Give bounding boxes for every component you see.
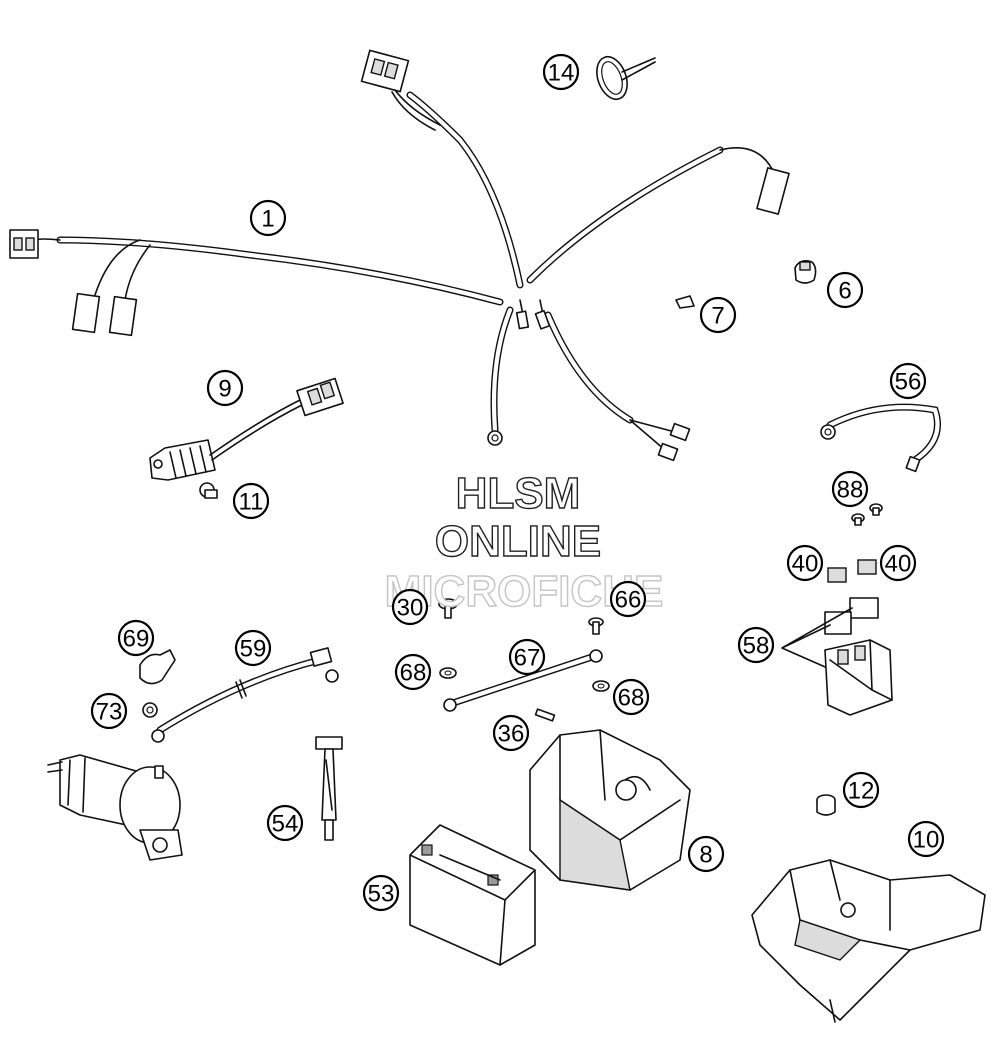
callout-12: 12 [842,771,880,809]
callout-66: 66 [609,580,647,618]
svg-text:73: 73 [96,699,123,726]
ground-cable [820,403,941,473]
svg-text:11: 11 [239,489,264,516]
callout-1: 1 [249,199,287,237]
callout-53: 53 [362,874,400,912]
screw-66 [588,617,604,635]
svg-text:54: 54 [272,811,299,838]
callout-68a: 68 [394,653,432,691]
callout-54: 54 [266,804,304,842]
fuses-40 [827,559,877,583]
svg-text:66: 66 [615,587,642,614]
callout-6: 6 [826,271,864,309]
svg-text:40: 40 [885,551,912,578]
harness-connectors [9,49,790,462]
svg-text:9: 9 [218,376,231,403]
nuts-68 [439,667,610,692]
watermark-line2: ONLINE [435,517,601,566]
screw-36 [534,708,556,722]
starter-cable [151,647,339,743]
positive-cable [443,649,603,712]
callout-8: 8 [687,835,725,873]
callout-10: 10 [907,820,945,858]
svg-text:88: 88 [837,477,864,504]
svg-text:67: 67 [514,645,541,672]
callout-9: 9 [206,369,244,407]
svg-text:36: 36 [498,721,525,748]
cable-tie [596,55,656,101]
screw-30 [438,598,458,619]
clip-7 [675,295,695,309]
svg-text:68: 68 [400,660,427,687]
clip-6 [794,260,817,284]
callout-11: 11 [232,482,270,520]
callout-36: 36 [492,714,530,752]
callout-30: 30 [391,588,429,626]
callout-58: 58 [737,626,775,664]
rubber-cap [139,649,176,685]
callout-59: 59 [234,629,272,667]
callout-14: 14 [542,53,580,91]
screws-88 [851,503,883,526]
callout-56: 56 [889,362,927,400]
main-wiring-harness [34,91,776,451]
svg-text:12: 12 [848,778,875,805]
starter-relay [781,597,893,716]
callout-40a: 40 [786,544,824,582]
grommet [816,794,836,816]
svg-text:1: 1 [261,206,274,233]
callout-7: 7 [699,296,737,334]
battery-holder [751,859,986,1023]
screw-11 [199,482,218,499]
svg-text:6: 6 [838,278,851,305]
svg-text:53: 53 [368,881,395,908]
battery [409,824,536,966]
callout-73: 73 [90,692,128,730]
callout-88: 88 [831,470,869,508]
voltage-regulator [149,377,344,481]
svg-text:69: 69 [123,626,150,653]
nut-73 [142,702,158,718]
watermark-line1: HLSM [456,469,581,518]
callout-40b: 40 [879,544,917,582]
svg-text:10: 10 [913,827,940,854]
svg-text:40: 40 [792,551,819,578]
svg-text:59: 59 [240,636,267,663]
callout-67: 67 [508,638,546,676]
callout-69: 69 [117,619,155,657]
battery-box [529,729,691,891]
fuse-puller [315,736,343,841]
svg-text:58: 58 [743,633,770,660]
svg-text:68: 68 [618,685,645,712]
svg-text:7: 7 [711,303,724,330]
svg-text:8: 8 [699,842,712,869]
svg-text:56: 56 [895,369,922,396]
svg-text:30: 30 [397,595,424,622]
starter-motor [47,754,183,861]
callout-68b: 68 [612,678,650,716]
svg-text:14: 14 [548,60,575,87]
